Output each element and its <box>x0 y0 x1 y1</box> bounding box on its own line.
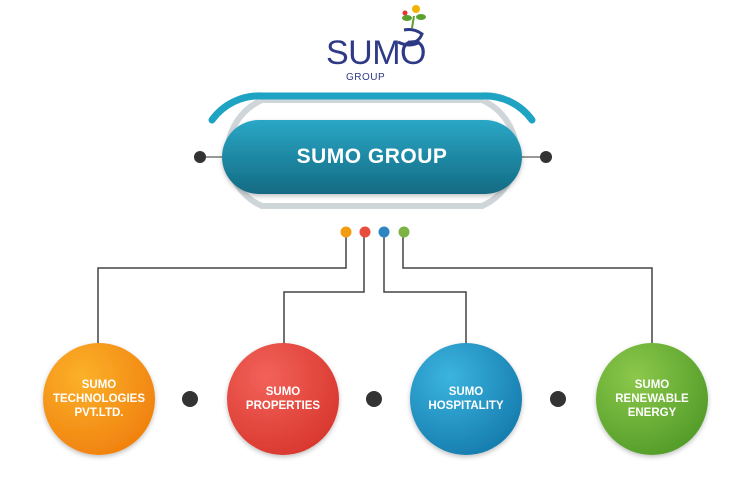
separator-dots <box>182 391 566 407</box>
logo-emblem-icon <box>397 5 426 47</box>
connector-dot <box>359 226 371 238</box>
logo-subtitle: GROUP <box>346 72 386 83</box>
child-circle-hospitality <box>410 343 522 455</box>
connector-dot <box>340 226 352 238</box>
root-label: SUMO GROUP <box>296 145 448 168</box>
separator-dot <box>366 391 382 407</box>
child-circle-technologies <box>43 343 155 455</box>
child-label-technologies: SUMO TECHNOLOGIES PVT.LTD. <box>52 379 145 419</box>
logo-wordmark: SUMO <box>326 34 427 72</box>
connector-dot <box>378 226 390 238</box>
child-circle-renewable <box>596 343 708 455</box>
connector-dots <box>340 226 410 238</box>
separator-dot <box>182 391 198 407</box>
logo: SUMO GROUP <box>322 6 442 86</box>
connector-lines <box>97 236 653 345</box>
child-circle-properties <box>227 343 339 455</box>
child-label-hospitality: SUMO HOSPITALITY <box>428 386 504 412</box>
child-label-properties: SUMO PROPERTIES <box>245 386 321 412</box>
separator-dot <box>550 391 566 407</box>
root-pill <box>222 120 522 194</box>
connector-dot <box>398 226 410 238</box>
child-label-renewable: SUMO RENEWABLE ENERGY <box>615 379 689 419</box>
